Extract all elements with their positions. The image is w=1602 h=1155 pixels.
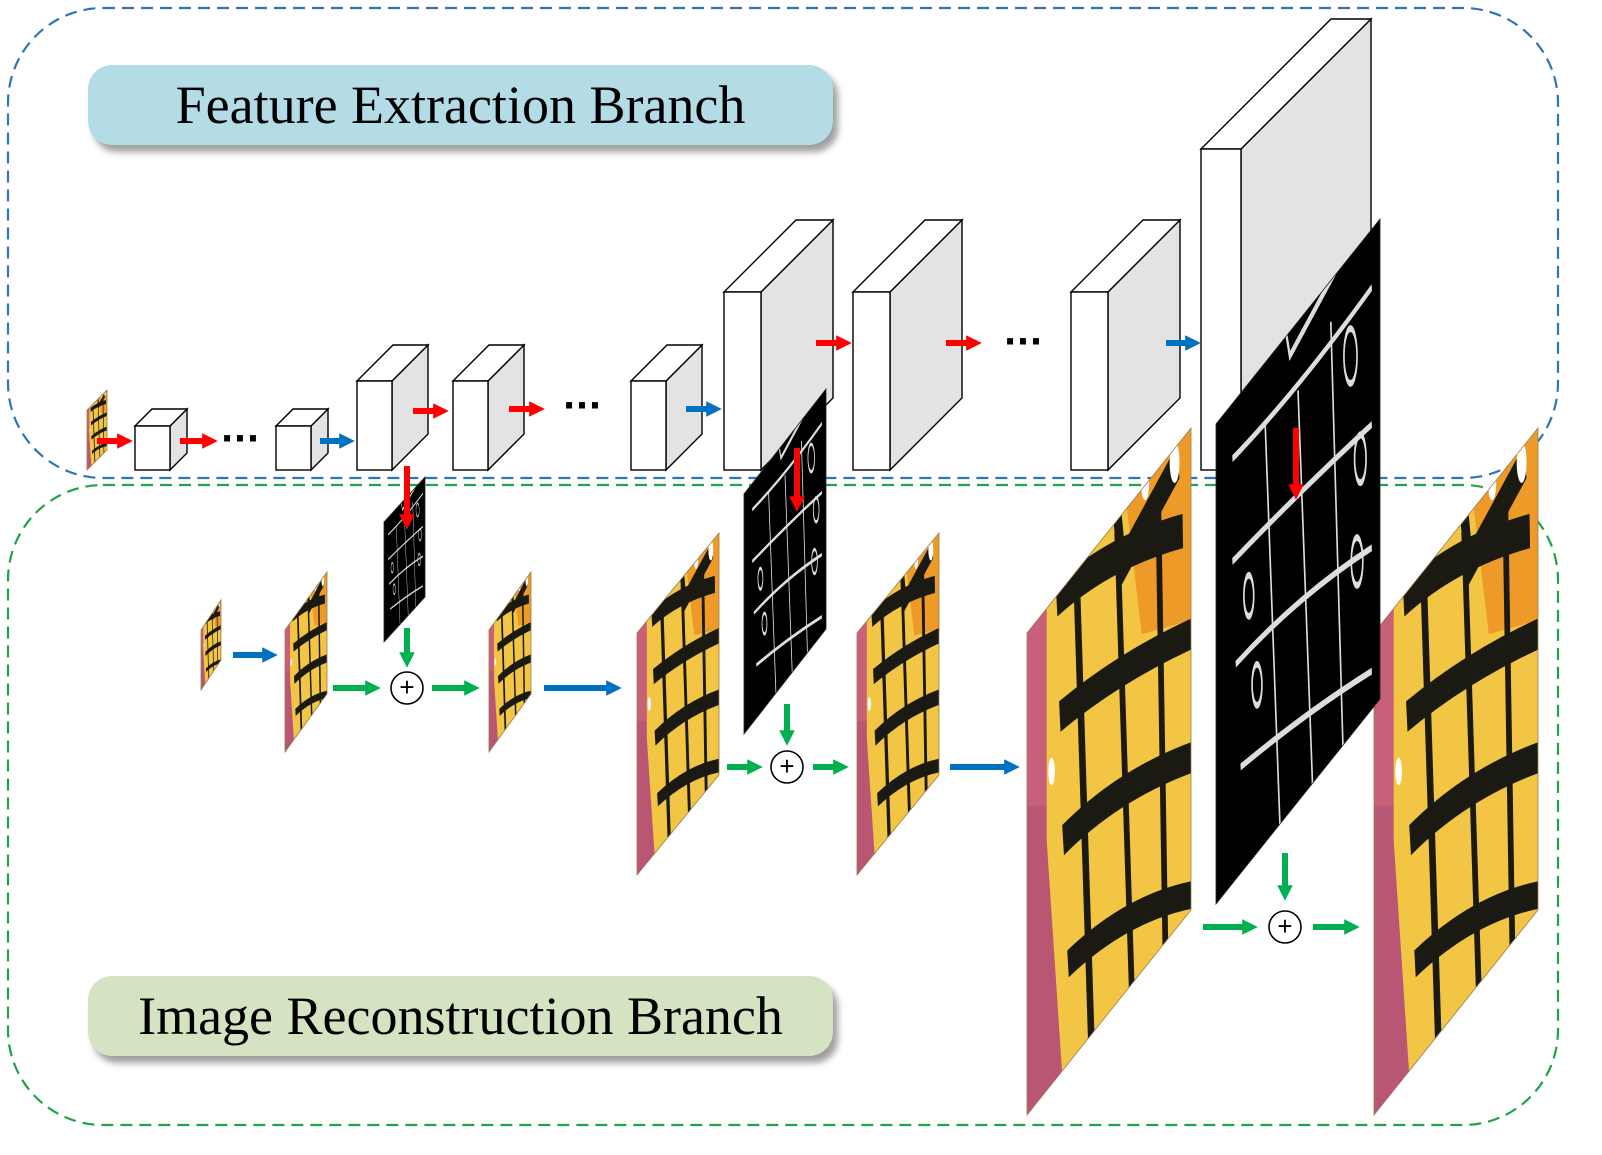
feature-block — [451, 343, 526, 472]
image-reconstruction-label: Image Reconstruction Branch — [88, 976, 833, 1056]
sum-output-image — [856, 531, 940, 877]
sum-node: + — [770, 750, 804, 784]
feature-block — [133, 407, 189, 472]
output-image — [1373, 426, 1539, 1117]
feature-block — [629, 343, 704, 472]
sum-node: + — [1268, 910, 1302, 944]
feature-block — [1069, 218, 1182, 472]
upsampled-image — [1026, 426, 1192, 1117]
lr-image — [200, 598, 222, 692]
feature-extraction-label: Feature Extraction Branch — [88, 65, 833, 145]
upsampled-image — [636, 531, 720, 877]
ellipsis: ··· — [221, 419, 260, 459]
feature-block — [274, 407, 330, 472]
arrows — [97, 335, 1360, 935]
input-image — [86, 389, 108, 471]
feature-block — [851, 218, 964, 472]
sum-nodes: + + + — [390, 671, 1302, 944]
image-reconstruction-region — [6, 483, 1560, 1127]
image-planes — [86, 217, 1539, 1117]
ellipsis-marks: ··· ··· ··· — [221, 322, 1043, 459]
circle-plus-icon — [770, 750, 804, 784]
residual-map — [743, 387, 827, 736]
sum-output-image — [488, 570, 532, 754]
circle-plus-icon — [390, 671, 424, 705]
plus-sign: + — [399, 672, 414, 702]
plus-sign: + — [1277, 911, 1292, 941]
upsampled-image — [284, 570, 328, 754]
circle-plus-icon — [1268, 910, 1302, 944]
ellipsis: ··· — [1004, 322, 1043, 362]
plus-sign: + — [779, 751, 794, 781]
sum-node: + — [390, 671, 424, 705]
residual-map — [1215, 217, 1381, 906]
ellipsis: ··· — [563, 386, 602, 426]
feature-block — [355, 343, 430, 472]
feature-blocks — [133, 17, 1373, 472]
